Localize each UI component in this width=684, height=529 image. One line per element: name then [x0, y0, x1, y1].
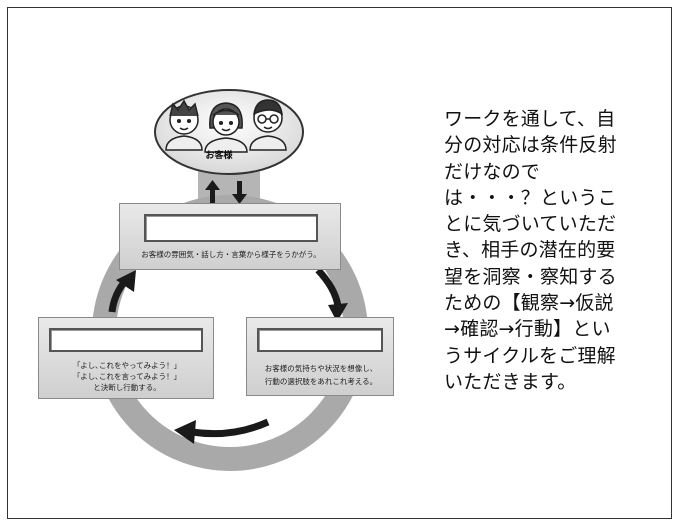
- customers-label: お客様: [205, 151, 233, 161]
- action-caption-line-2: 「よし､これを言ってみよう！」: [72, 372, 182, 381]
- cycle-arrow-right: [315, 267, 348, 322]
- hypothesis-caption-line-1: お客様の気持ちや状況を想像し、: [264, 364, 378, 373]
- cycle-arrow-bottom: [174, 418, 270, 444]
- cycle-arrow-left: [108, 270, 136, 313]
- action-caption-line-3: と決断し行動する。: [93, 383, 161, 392]
- observe-box: お客様の雰囲気・話し方・言葉から様子をうかがう。: [119, 203, 341, 270]
- hypothesis-box: お客様の気持ちや状況を想像し、 行動の選択肢をあれこれ考える。: [246, 317, 394, 396]
- description-line: とに気づいていただ: [444, 213, 617, 236]
- hypothesis-caption-line-2: 行動の選択肢をあれこれ考える。: [264, 377, 378, 386]
- description-line: うサイクルをご理解: [444, 344, 616, 367]
- description-line: ワークを通して、自: [444, 108, 616, 130]
- description-line: 分の対応は条件反射: [444, 134, 617, 157]
- oval-box-arrows: [205, 180, 247, 204]
- description-text: ワークを通して、自 分の対応は条件反射 だけなので は・・・？というこ とに気づ…: [444, 106, 670, 395]
- customer-boy-icon: [165, 99, 203, 151]
- hypothesis-answer-field[interactable]: [257, 328, 383, 352]
- observe-caption: お客様の雰囲気・話し方・言葉から様子をうかがう。: [141, 250, 321, 259]
- customer-woman-icon: [204, 102, 248, 153]
- action-box: 「よし､これをやってみよう！」 「よし､これを言ってみよう！」 と決断し行動する…: [38, 317, 214, 399]
- action-caption-line-1: 「よし､これをやってみよう！」: [72, 361, 182, 370]
- description-line: 望を洞察・察知する: [444, 265, 617, 288]
- description-line: →確認→行動】とい: [444, 318, 611, 341]
- action-answer-field[interactable]: [49, 328, 203, 352]
- observe-answer-field[interactable]: [144, 214, 318, 242]
- customer-man-glasses-icon: [249, 99, 287, 151]
- description-line: は・・・？というこ: [444, 186, 617, 209]
- description-line: いただきます。: [444, 370, 577, 393]
- description-line: だけなので: [444, 160, 541, 183]
- description-line: き、相手の潜在的要: [444, 239, 616, 262]
- description-line: ための【観察→仮説: [444, 292, 614, 315]
